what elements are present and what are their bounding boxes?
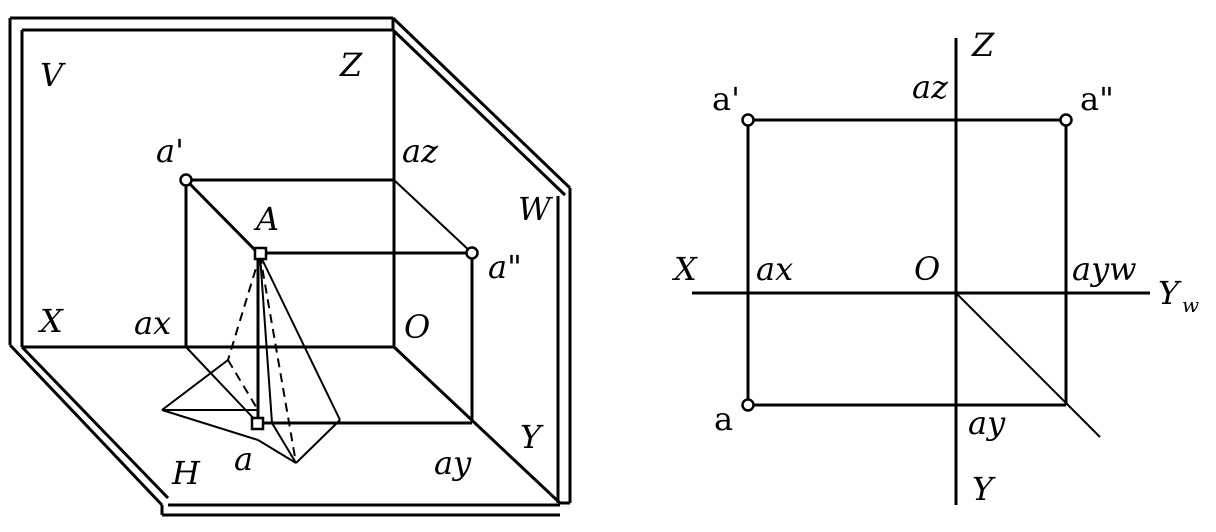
point-a-marker (250, 416, 265, 431)
label-X-right: X (671, 250, 698, 288)
three-plane-projection (8, 16, 572, 517)
label-Y-bottom: Y (972, 470, 996, 508)
diagonal-45 (955, 292, 1101, 438)
point-a-double-prime-marker (465, 246, 479, 260)
label-a-prime-left: a' (156, 132, 184, 170)
axis-oy (392, 345, 562, 505)
label-A: A (253, 200, 279, 238)
label-Y-left: Y (520, 418, 544, 456)
inner-axes (22, 30, 562, 505)
points (179, 173, 479, 431)
h-plane-frame (8, 343, 570, 517)
label-ayw: ayw (1072, 250, 1137, 288)
label-Z-right: Z (971, 26, 995, 64)
label-a-double-prime-left: a" (488, 248, 522, 286)
w-plane-frame (391, 16, 572, 503)
label-ax-left: ax (134, 304, 171, 342)
label-Yw: Y (1158, 274, 1182, 312)
label-a-right: a (714, 400, 733, 438)
point-a-right-marker (741, 398, 755, 412)
label-Yw-subscript: w (1182, 293, 1199, 317)
label-az-left: az (402, 132, 439, 170)
label-a-double-prime-right: a" (1080, 80, 1114, 118)
label-O-right: O (914, 250, 940, 288)
projection-lines-thin (185, 179, 473, 424)
v-plane-frame (8, 16, 395, 347)
right-labels: Z a' az a" X ax O ayw Y w a ay Y (671, 26, 1199, 508)
label-W: W (518, 190, 554, 228)
label-Z-left: Z (339, 46, 363, 84)
label-X-left: X (37, 302, 64, 340)
label-H: H (171, 454, 201, 492)
point-A-marker (253, 246, 268, 261)
label-O-left: O (404, 308, 430, 346)
label-ax-right: ax (756, 250, 793, 288)
left-labels: V Z W X H Y O A a' az a" ax a ay (37, 46, 554, 492)
label-ay-left: ay (434, 444, 472, 482)
point-a-prime-marker (179, 173, 193, 187)
label-ay-right: ay (968, 404, 1006, 442)
label-az-right: az (912, 68, 949, 106)
orthographic-layout (692, 38, 1150, 505)
point-a-prime-right-marker (741, 113, 755, 127)
label-a-left: a (234, 440, 253, 478)
projection-lines (184, 178, 474, 425)
view-cone-dashed (227, 254, 297, 464)
label-a-prime-right: a' (712, 80, 740, 118)
view-cone (161, 254, 341, 464)
point-a-double-prime-right-marker (1059, 113, 1073, 127)
label-V: V (40, 56, 66, 94)
